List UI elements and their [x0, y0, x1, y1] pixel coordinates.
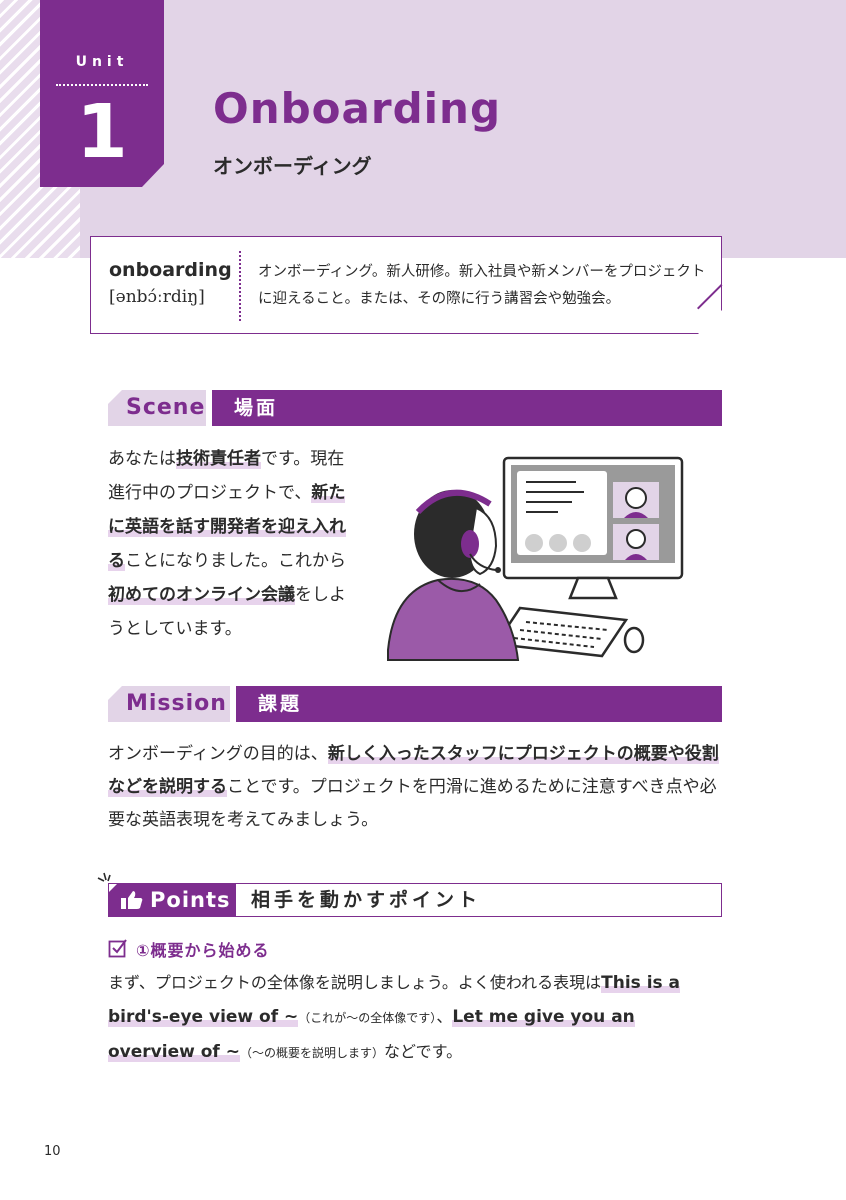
text-run: あなたは: [108, 449, 176, 469]
points-tag: Points: [108, 883, 236, 917]
checkbox-icon: [108, 939, 127, 958]
points-title: 相手を動かすポイント: [251, 889, 482, 911]
scene-title: 場面: [212, 390, 722, 426]
monitor-icon: [502, 456, 684, 600]
keyboard-icon: [493, 606, 645, 658]
term-definition: オンボーディング。新人研修。新入社員や新メンバーをプロジェクトに迎えること。また…: [258, 264, 706, 307]
point-heading: ①概要から始める: [136, 941, 270, 960]
page-number: 10: [44, 1144, 61, 1159]
text-run: 、: [436, 1007, 453, 1026]
text-run: などです。: [384, 1042, 463, 1061]
text-run: です。現在進行中のプロジェクトで、: [108, 449, 345, 503]
mission-text: オンボーディングの目的は、新しく入ったスタッフにプロジェクトの概要や役割などを説…: [108, 738, 724, 837]
sparkle-icon: [97, 872, 111, 882]
points-label: Points: [150, 888, 231, 912]
text-run: オンボーディングの目的は、: [108, 744, 328, 764]
thumbs-up-icon: [121, 891, 143, 909]
points-text: まず、プロジェクトの全体像を説明しましょう。よく使われる表現はThis is a…: [108, 966, 724, 1070]
points-header: Points 相手を動かすポイント: [108, 883, 722, 917]
page-subtitle: オンボーディング: [213, 154, 372, 178]
term-divider: [239, 251, 241, 321]
unit-divider: [56, 84, 148, 86]
page-title: Onboarding: [213, 84, 502, 133]
text-run: ことになりました。これから: [125, 551, 346, 571]
scene-tag: Scene: [108, 390, 206, 426]
highlighted-phrase: 技術責任者: [176, 449, 261, 469]
unit-label: Unit: [75, 54, 129, 70]
term-box: onboarding [ənbɔ́ːrdiŋ] オンボーディング。新人研修。新入…: [90, 236, 722, 334]
text-run: をしようとしています。: [108, 585, 346, 639]
unit-badge: Unit 1: [40, 0, 164, 187]
mission-header: Mission 課題: [108, 686, 722, 722]
mission-tag: Mission: [108, 686, 230, 722]
scene-header: Scene 場面: [108, 390, 722, 426]
text-run: まず、プロジェクトの全体像を説明しましょう。よく使われる表現は: [108, 973, 602, 992]
expression-gloss: （〜の概要を説明します）: [239, 1046, 384, 1060]
online-meeting-illustration: [387, 456, 684, 661]
highlighted-phrase: 初めてのオンライン会議: [108, 585, 295, 605]
mission-title: 課題: [236, 686, 722, 722]
person-with-headset-icon: [387, 489, 520, 661]
term-word: onboarding: [109, 259, 232, 281]
scene-text: あなたは技術責任者です。現在進行中のプロジェクトで、新たに英語を話す開発者を迎え…: [108, 442, 358, 646]
unit-number: 1: [76, 89, 128, 175]
term-pronunciation: [ənbɔ́ːrdiŋ]: [109, 287, 205, 307]
expression-gloss: （これが〜の全体像です）: [298, 1011, 437, 1025]
text-run: ことです。プロジェクトを円滑に進めるために注意すべき点や必要な英語表現を考えてみ…: [108, 777, 717, 830]
